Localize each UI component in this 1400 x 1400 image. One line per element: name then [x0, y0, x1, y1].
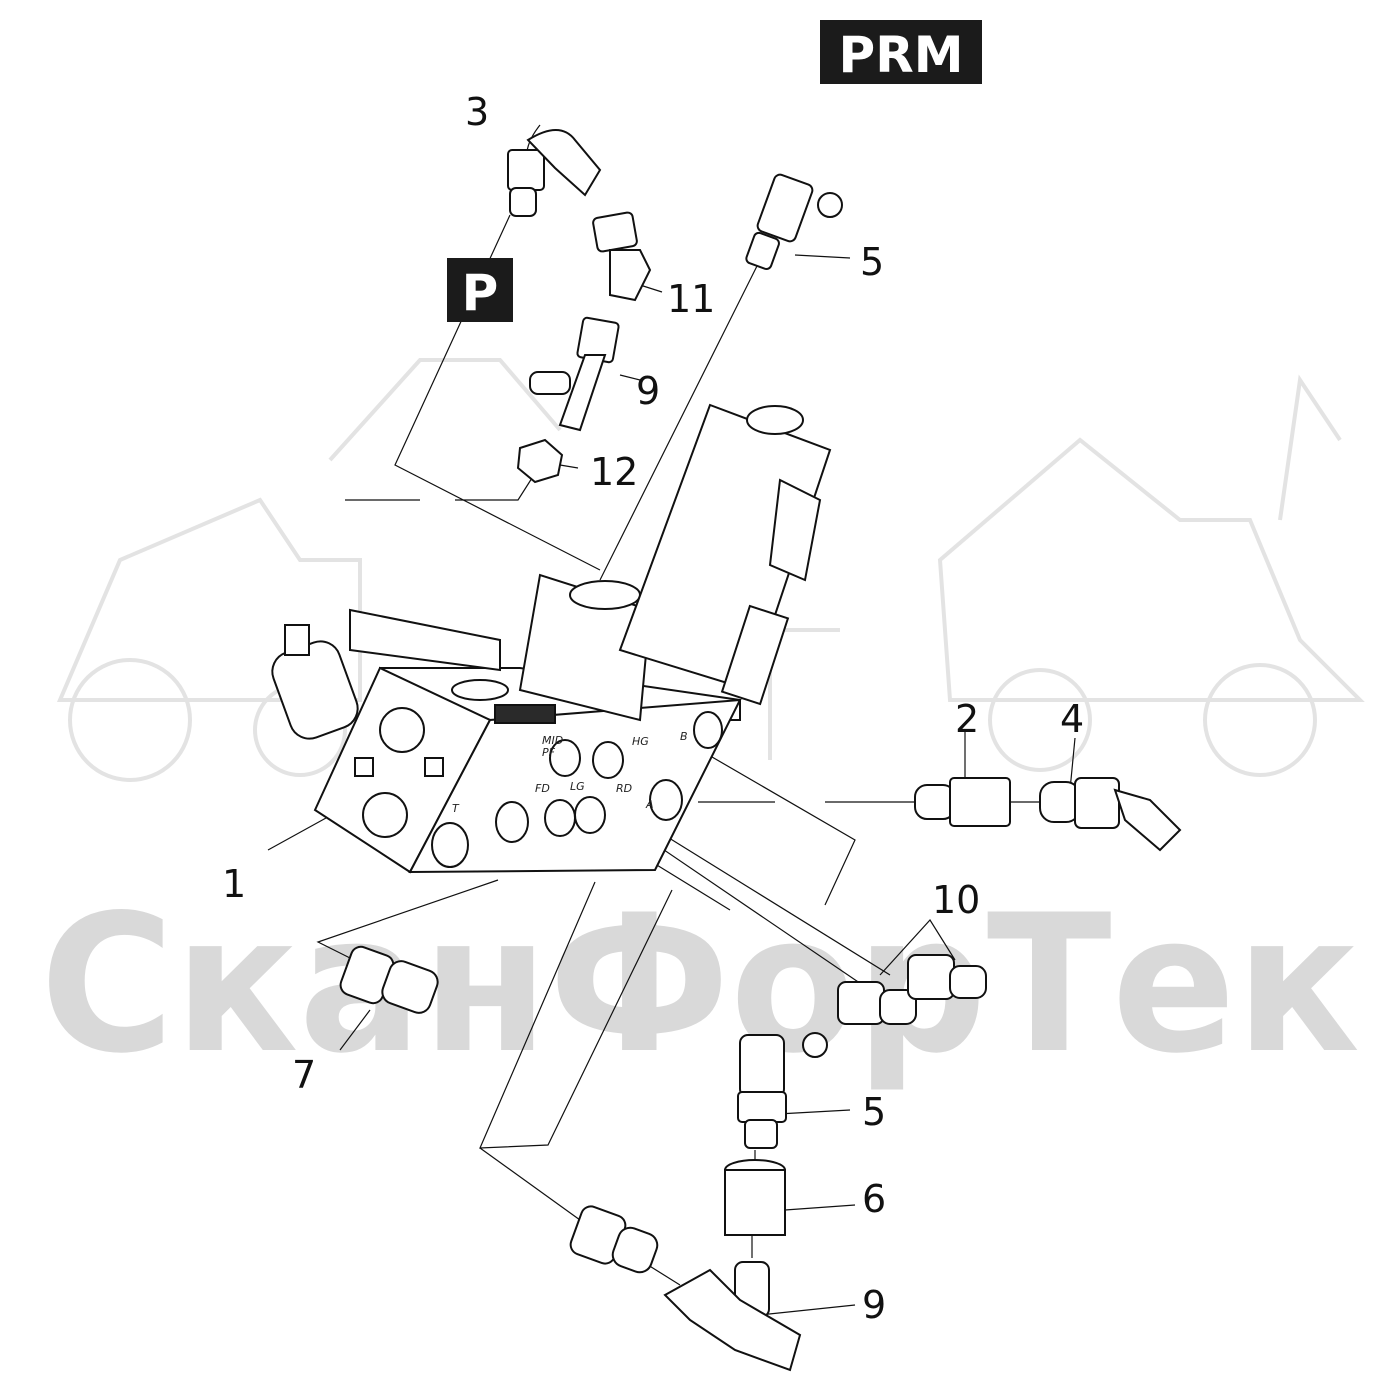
- elbow-fitting-3: [507, 129, 602, 217]
- port-label-fd: FD: [535, 782, 550, 795]
- watermark-logo: СканФорТек: [40, 874, 1360, 1095]
- adapter-fitting-lower: [569, 1205, 659, 1274]
- port-label-a: A: [645, 798, 654, 811]
- callout-6: 6: [862, 1177, 886, 1221]
- prm-badge-label: PRM: [839, 26, 964, 84]
- callout-10: 10: [932, 878, 980, 922]
- adapter-fitting-2: [914, 777, 1011, 827]
- adapter-fitting-10-a: [837, 981, 917, 1025]
- callout-12: 12: [590, 450, 638, 494]
- callout-7: 7: [292, 1053, 316, 1097]
- port-label-lg: LG: [570, 780, 585, 793]
- callout-1: 1: [222, 862, 246, 906]
- callout-2: 2: [955, 697, 979, 741]
- port-label-b: B: [680, 730, 688, 743]
- tee-fitting-9-lower: [663, 1261, 802, 1372]
- adapter-fitting-10-b: [907, 954, 987, 1000]
- elbow-fitting-4: [1039, 777, 1182, 852]
- callout-9-lower: 9: [862, 1283, 886, 1327]
- tee-fitting-9-upper: [529, 316, 620, 432]
- prm-badge: PRM: [820, 20, 982, 84]
- nut-12: [516, 438, 564, 484]
- callout-4: 4: [1060, 697, 1084, 741]
- port-label-t: T: [452, 802, 460, 815]
- p-badge-label: P: [462, 264, 499, 322]
- adapter-fitting-7: [339, 945, 439, 1014]
- valve-block: [271, 403, 832, 874]
- callout-5-upper: 5: [860, 240, 884, 284]
- test-coupler-5-upper: [745, 173, 843, 271]
- callout-5-lower: 5: [862, 1090, 886, 1134]
- p-badge: P: [447, 258, 513, 322]
- port-label-hg: HG: [632, 735, 649, 748]
- hex-coupling-6: [724, 1159, 786, 1236]
- elbow-fitting-11: [592, 211, 652, 302]
- callout-11: 11: [667, 277, 715, 321]
- test-coupler-5-lower: [737, 1032, 828, 1149]
- watermark-machinery-outline: [56, 358, 1365, 782]
- callout-9-upper: 9: [636, 369, 660, 413]
- callout-3: 3: [465, 90, 489, 134]
- port-label-rd: RD: [616, 782, 632, 795]
